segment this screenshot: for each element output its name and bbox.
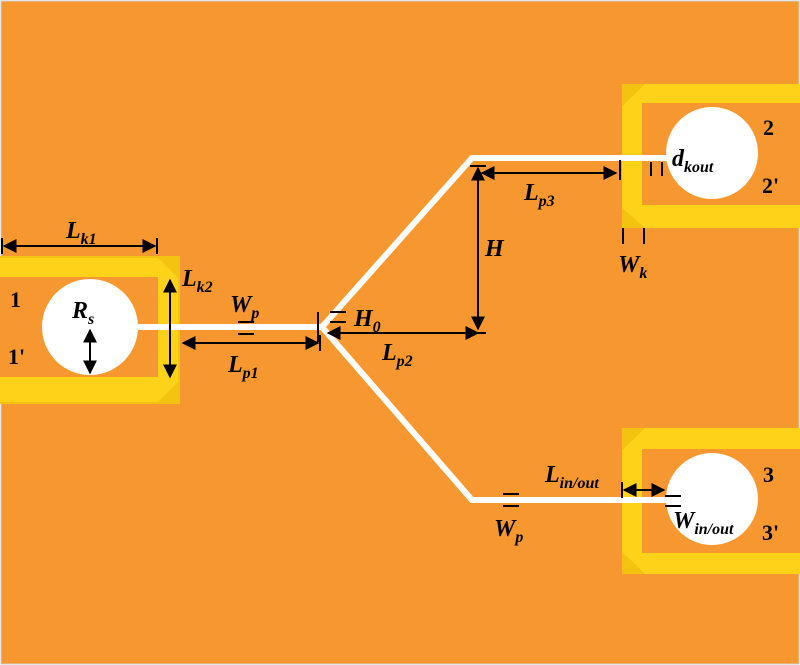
label-H: H	[484, 236, 505, 262]
dimension-lines	[1, 160, 681, 507]
port-1-prime-number: 1'	[8, 344, 25, 369]
port-2-number: 2	[763, 115, 774, 140]
label-W-in-out: Win/out	[673, 508, 734, 538]
port-3-pad-bevel-bottom	[622, 552, 645, 574]
port-3-pad	[622, 428, 800, 574]
label-Lp3: Lp3	[523, 180, 555, 210]
label-L-in-out: Lin/out	[544, 462, 599, 492]
label-Rs: Rs	[71, 298, 94, 328]
port-2-pad	[622, 84, 800, 228]
label-Wp-bottom: Wp	[494, 516, 523, 546]
port-3-number: 3	[763, 462, 774, 487]
label-dkout: dkout	[672, 146, 714, 176]
label-Wk: Wk	[618, 252, 647, 282]
port-1-hole	[42, 279, 138, 375]
port-2-prime-number: 2'	[762, 173, 779, 198]
port-2-hole	[666, 107, 758, 199]
label-Lp2: Lp2	[381, 340, 413, 370]
port-1-number: 1	[10, 287, 21, 312]
port-2-pad-bevel-top	[622, 84, 645, 106]
port-3-prime-number: 3'	[762, 520, 779, 545]
label-Wp-left: Wp	[230, 292, 259, 322]
port-2-pad-bevel-bottom	[622, 208, 645, 228]
branch-line-upper	[319, 155, 668, 329]
label-Lp1: Lp1	[227, 352, 259, 382]
branch-line-lower	[319, 325, 668, 503]
parameter-labels: Lk1 Lk2 Rs Wp Lp1 H0 Lp2 H Lp3 Wk dkout	[65, 146, 734, 546]
port-numbers: 1 1' 2 2' 3 3'	[8, 115, 779, 545]
port-3-hole	[666, 453, 758, 545]
label-Lk2: Lk2	[181, 266, 213, 296]
port-3-pad-bevel-top	[622, 428, 645, 450]
label-Lk1: Lk1	[65, 218, 97, 248]
label-H0: H0	[353, 306, 381, 336]
